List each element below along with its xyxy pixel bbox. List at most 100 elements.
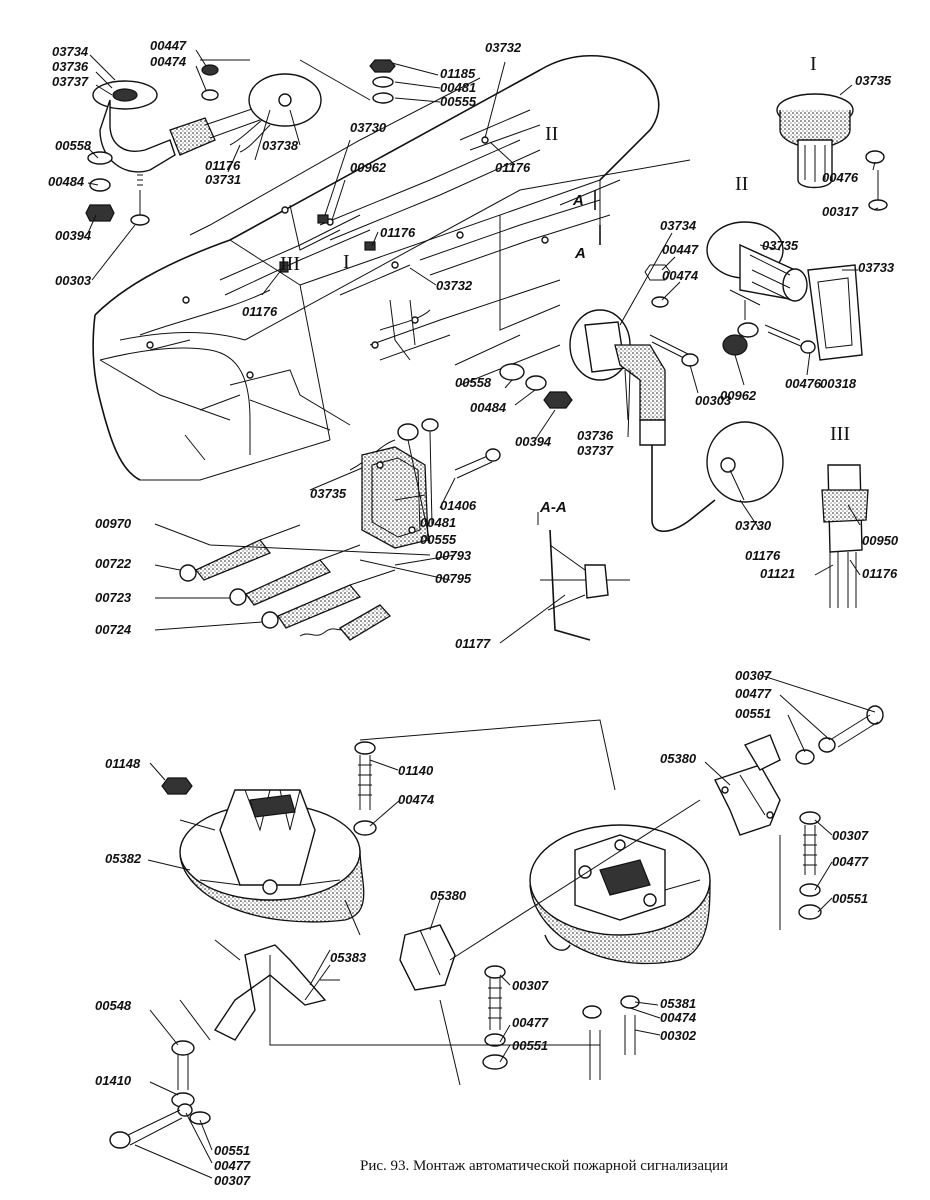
detector-detail-i (776, 93, 888, 211)
label-03731: 03731 (205, 172, 241, 187)
label-03735-b: 03735 (762, 238, 799, 253)
label-00558-b: 00558 (455, 375, 492, 390)
label-00474-c: 00474 (398, 792, 435, 807)
label-01176-e: 01176 (745, 548, 781, 563)
roman-i-cabin: I (343, 251, 350, 273)
cable-detail-iii (821, 464, 869, 608)
label-00548: 00548 (95, 998, 132, 1013)
label-00551-d: 00551 (512, 1038, 548, 1053)
label-00484: 00484 (48, 174, 85, 189)
label-03737: 03737 (52, 74, 89, 89)
label-00307-d: 00307 (512, 978, 549, 993)
label-05380-b: 05380 (430, 888, 467, 903)
label-00723: 00723 (95, 590, 132, 605)
label-01121: 01121 (760, 566, 795, 581)
label-00484-b: 00484 (470, 400, 507, 415)
section-a-label-bottom: A (574, 245, 586, 262)
label-03738: 03738 (262, 138, 299, 153)
label-03734: 03734 (52, 44, 89, 59)
label-01176-a: 01176 (205, 158, 241, 173)
label-01185: 01185 (440, 66, 476, 81)
label-05381: 05381 (660, 996, 696, 1011)
label-00722: 00722 (95, 556, 132, 571)
label-03732-a: 03732 (485, 40, 522, 55)
wiring-runs (139, 109, 621, 431)
label-03733: 03733 (858, 260, 895, 275)
label-00477-b: 00477 (832, 854, 869, 869)
label-00317: 00317 (822, 204, 859, 219)
label-00793: 00793 (435, 548, 472, 563)
fastener-stack-01185 (369, 59, 396, 104)
label-00962-a: 00962 (350, 160, 387, 175)
roman-i-detail: I (810, 53, 817, 75)
label-00303-b: 00303 (695, 393, 732, 408)
label-03735-c: 03735 (310, 486, 347, 501)
label-00970: 00970 (95, 516, 132, 531)
label-00307-c: 00307 (214, 1173, 251, 1188)
roman-ii-cabin: II (545, 123, 558, 145)
screws-and-washers-lower (109, 705, 884, 1149)
label-00477-d: 00477 (512, 1015, 549, 1030)
label-01177: 01177 (455, 636, 491, 651)
label-03732-b: 03732 (436, 278, 473, 293)
label-03734-b: 03734 (660, 218, 697, 233)
label-00551-b: 00551 (832, 891, 868, 906)
label-00555-b: 00555 (420, 532, 457, 547)
detector-assembly-top-left (85, 64, 261, 226)
assembly-axis-lines (179, 719, 781, 1086)
label-03736: 03736 (52, 59, 89, 74)
label-00551-a: 00551 (735, 706, 771, 721)
label-03735-a: 03735 (855, 73, 892, 88)
part-labels: 03734 03736 03737 00447 00474 00558 0048… (48, 38, 899, 1188)
label-00447-b: 00447 (662, 242, 699, 257)
section-marker-a: A A (572, 190, 601, 262)
label-01410: 01410 (95, 1073, 132, 1088)
section-a-label-top: A (572, 192, 584, 209)
label-00558: 00558 (55, 138, 92, 153)
label-00474: 00474 (150, 54, 187, 69)
section-aa-label: A-A (539, 499, 567, 516)
label-00724: 00724 (95, 622, 132, 637)
fastener-row-middle (397, 363, 573, 479)
base-block-05381 (529, 824, 711, 965)
label-01176-b: 01176 (495, 160, 531, 175)
roman-ii-detail: II (735, 173, 748, 195)
label-00447: 00447 (150, 38, 187, 53)
label-00795: 00795 (435, 571, 472, 586)
label-00474-b: 00474 (662, 268, 699, 283)
label-00476-b: 00476 (785, 376, 822, 391)
label-03737-b: 03737 (577, 443, 614, 458)
label-00474-d: 00474 (660, 1010, 697, 1025)
label-00481-b: 00481 (420, 515, 456, 530)
label-01176-d: 01176 (242, 304, 278, 319)
label-00394: 00394 (55, 228, 92, 243)
label-05380-a: 05380 (660, 751, 697, 766)
label-00477-c: 00477 (214, 1158, 251, 1173)
leader-lines (87, 49, 879, 1179)
roman-iii-detail: III (830, 423, 850, 445)
section-view-aa (540, 529, 630, 641)
label-03730-a: 03730 (350, 120, 387, 135)
label-05382: 05382 (105, 851, 142, 866)
detector-elbow-assembly (569, 264, 784, 533)
label-00962-b: 00962 (720, 388, 757, 403)
label-00555-a: 00555 (440, 94, 477, 109)
label-00950: 00950 (862, 533, 899, 548)
label-03736-b: 03736 (577, 428, 614, 443)
label-01176-c: 01176 (380, 225, 416, 240)
label-03730-b: 03730 (735, 518, 772, 533)
label-00318: 00318 (820, 376, 857, 391)
base-block-05382 (179, 789, 365, 923)
label-00394-b: 00394 (515, 434, 552, 449)
label-01406: 01406 (440, 498, 477, 513)
label-00476-a: 00476 (822, 170, 859, 185)
label-00551-c: 00551 (214, 1143, 250, 1158)
detector-disc-03738 (229, 73, 322, 153)
detector-detail-ii (706, 221, 863, 361)
label-00307-b: 00307 (832, 828, 869, 843)
label-01148: 01148 (105, 756, 141, 771)
brackets-05380-05383 (213, 734, 781, 1041)
label-01140: 01140 (398, 763, 434, 778)
label-00477-a: 00477 (735, 686, 772, 701)
